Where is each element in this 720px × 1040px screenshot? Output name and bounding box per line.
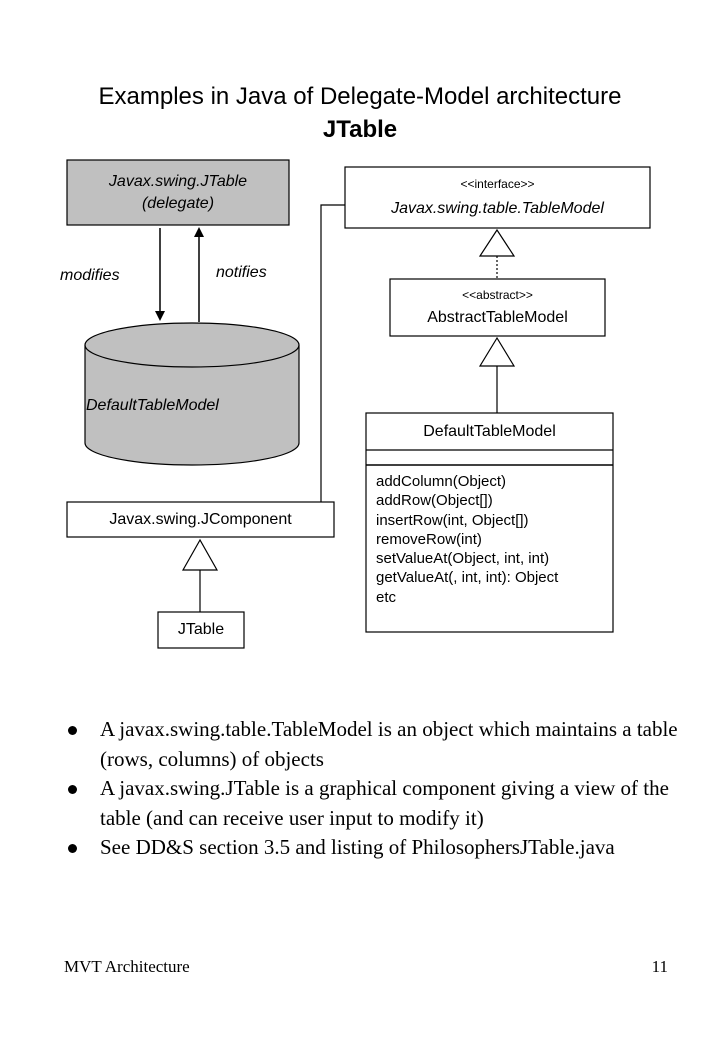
- slide-title: Examples in Java of Delegate-Model archi…: [98, 83, 622, 110]
- delegate-label-1: Javax.swing.JTable: [108, 173, 248, 190]
- bullet-dot: [68, 785, 77, 794]
- method-item: insertRow(int, Object[]): [376, 511, 529, 529]
- interface-realize-triangle: [478, 228, 516, 257]
- modifies-label: modifies: [60, 267, 120, 284]
- bullet-text: A javax.swing.JTable is a graphical comp…: [100, 776, 669, 830]
- interface-box: [344, 166, 651, 229]
- cylinder-label: DefaultTableModel: [86, 397, 219, 414]
- abstract-box: [389, 278, 606, 337]
- interface-stereotype: <<interface>>: [460, 177, 535, 191]
- bullet-list: A javax.swing.table.TableModel is an obj…: [66, 715, 686, 863]
- bullet-text: See DD&S section 3.5 and listing of Phil…: [100, 835, 615, 859]
- bullet-item: A javax.swing.JTable is a graphical comp…: [66, 774, 686, 833]
- implements-connector: [320, 204, 345, 502]
- method-item: addRow(Object[]): [376, 492, 493, 510]
- jtable-inherit-triangle: [181, 538, 219, 571]
- method-item: getValueAt(, int, int): Object: [376, 569, 559, 587]
- notifies-label: notifies: [216, 264, 267, 281]
- method-item: addColumn(Object): [376, 473, 507, 490]
- jtable-label: JTable: [177, 621, 225, 638]
- bullet-dot: [68, 844, 77, 853]
- default-class-name: DefaultTableModel: [423, 423, 556, 440]
- jcomponent-label: Javax.swing.JComponent: [109, 511, 292, 528]
- method-item: setValueAt(Object, int, int): [376, 550, 550, 568]
- method-list: addColumn(Object) addRow(Object[]) inser…: [376, 472, 616, 607]
- delegate-box: [66, 159, 290, 226]
- method-item: removeRow(int): [376, 530, 482, 548]
- footer-title: MVT Architecture: [64, 957, 190, 976]
- jcomponent-box: [66, 501, 335, 538]
- abstract-name: AbstractTableModel: [427, 309, 568, 326]
- bullet-item: A javax.swing.table.TableModel is an obj…: [66, 715, 686, 774]
- slide-subtitle: JTable: [322, 116, 398, 143]
- abstract-inherit-triangle: [478, 336, 516, 367]
- jtable-box: [157, 611, 245, 649]
- method-item: etc: [376, 588, 397, 606]
- bullet-text: A javax.swing.table.TableModel is an obj…: [100, 717, 678, 771]
- model-cylinder-shape: [84, 322, 300, 466]
- bullet-dot: [68, 726, 77, 735]
- delegate-label-2: (delegate): [141, 195, 215, 212]
- bullet-item: See DD&S section 3.5 and listing of Phil…: [66, 833, 686, 863]
- interface-name: Javax.swing.table.TableModel: [391, 200, 604, 217]
- abstract-stereotype: <<abstract>>: [462, 288, 533, 302]
- class-diagram: [66, 159, 651, 649]
- page-number: 11: [651, 957, 668, 976]
